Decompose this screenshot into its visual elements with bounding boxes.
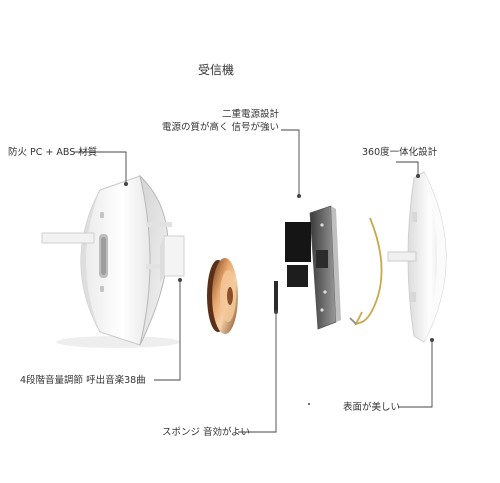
board-component-small xyxy=(287,265,308,287)
callout-dot-sponge xyxy=(274,310,278,314)
stray-dot xyxy=(308,403,310,405)
housing-slot-inner xyxy=(101,237,106,275)
back-housing xyxy=(41,174,185,348)
callout-line-material xyxy=(74,151,127,184)
callout-dot-degree xyxy=(416,174,420,178)
label-360-degree: 360度一体化設計 xyxy=(362,147,438,158)
board-component-chip xyxy=(316,250,328,268)
board-solder-2 xyxy=(323,290,327,294)
label-sponge: スポンジ 音効がよい xyxy=(162,427,251,438)
inner-rib-bottom xyxy=(146,264,172,269)
housing-outer-face xyxy=(81,190,100,332)
front-cap-button xyxy=(412,212,417,222)
front-cap xyxy=(387,171,447,343)
diagram-title: 受信機 xyxy=(198,63,235,77)
housing-inner-rim xyxy=(139,174,169,346)
callout-dot-power xyxy=(297,194,301,198)
inner-rib-top xyxy=(146,222,172,227)
callout-line-power xyxy=(281,129,300,196)
speaker-center xyxy=(227,287,233,305)
inner-connector-edge xyxy=(160,236,164,282)
front-cap-pin xyxy=(387,251,417,262)
label-material: 防火 PC + ABS 材質 xyxy=(8,147,98,158)
front-cap-tab xyxy=(410,292,416,302)
speaker-unit xyxy=(207,258,238,334)
label-power-line1: 二重電源設計 xyxy=(221,109,279,120)
callout-line-volume xyxy=(154,280,181,381)
callout-line-degree xyxy=(396,161,419,176)
spring-wire-tip xyxy=(349,317,357,325)
sponge-piece xyxy=(274,281,278,312)
inner-connector xyxy=(163,235,185,277)
housing-small-hole-top xyxy=(100,212,104,218)
board-component-large xyxy=(285,222,311,262)
callout-line-sponge xyxy=(238,312,277,433)
callout-line-surface xyxy=(398,340,433,408)
callout-lines xyxy=(74,129,434,433)
circuit-board xyxy=(285,205,341,330)
housing-shadow xyxy=(56,336,180,348)
plug-pin xyxy=(41,232,95,244)
board-solder-3 xyxy=(320,308,324,312)
callout-dot-volume xyxy=(178,278,182,282)
label-volume: 4段階音量調節 呼出音楽38曲 xyxy=(20,375,146,386)
spring-wire xyxy=(354,217,383,326)
callout-dot-material xyxy=(124,182,128,186)
label-power-line2: 電源の質が高く 信号が強い xyxy=(161,122,279,133)
board-edge xyxy=(331,206,341,322)
label-surface: 表面が美しい xyxy=(343,402,401,413)
callout-dot-surface xyxy=(430,338,434,342)
board-solder-1 xyxy=(320,223,324,227)
front-cap-face xyxy=(424,172,446,342)
housing-small-hole-bottom xyxy=(100,286,104,292)
